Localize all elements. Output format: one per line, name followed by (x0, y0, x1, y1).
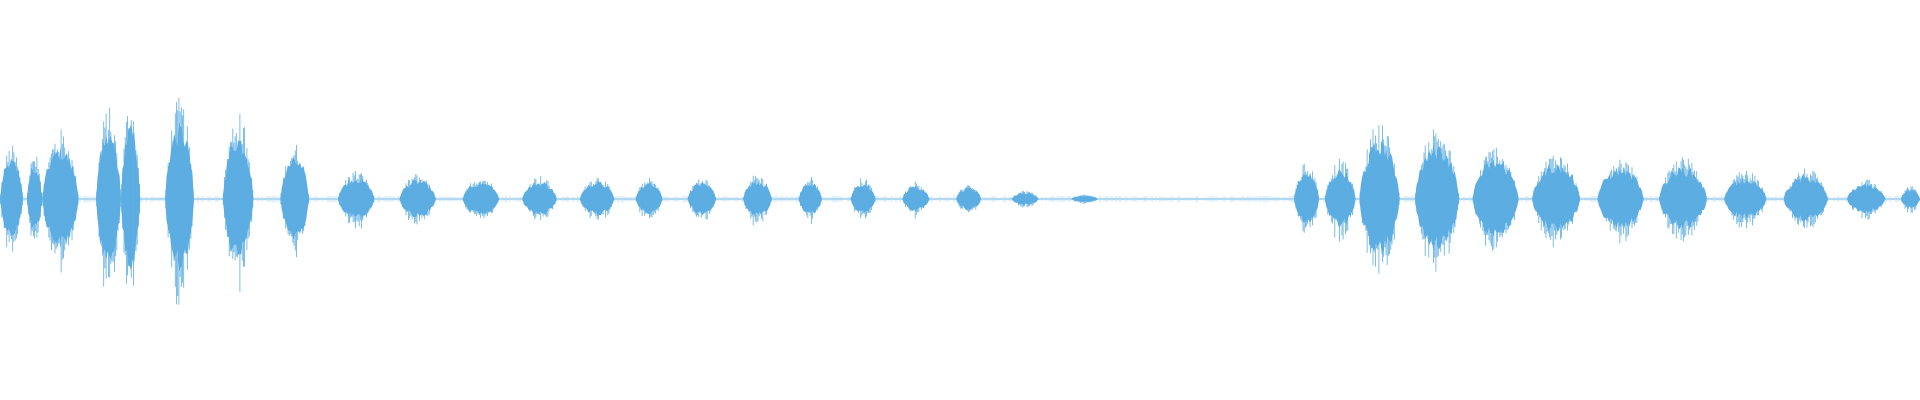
waveform-burst-7 (280, 144, 310, 258)
waveform-burst-body (1532, 164, 1581, 232)
waveform-burst-24 (1359, 125, 1400, 274)
waveform-burst-21 (1071, 194, 1099, 204)
waveform-burst-body (1324, 169, 1356, 227)
waveform-burst-29 (1658, 157, 1707, 242)
waveform-burst-body (121, 122, 141, 272)
waveform-burst-4 (121, 116, 141, 286)
waveform-burst-16 (798, 177, 822, 224)
waveform-burst-body (165, 121, 194, 273)
waveform-burst-body (1359, 140, 1400, 255)
waveform-burst-9 (399, 174, 436, 225)
waveform-burst-body (687, 182, 717, 215)
waveform-burst-33 (1900, 186, 1920, 214)
waveform-burst-body (1900, 189, 1920, 209)
waveform-burst-20 (1011, 190, 1039, 208)
waveform-burst-body (743, 181, 772, 216)
waveform-burst-10 (462, 180, 500, 219)
waveform-burst-23 (1324, 158, 1356, 242)
waveform-burst-17 (850, 178, 876, 219)
waveform-burst-8 (337, 171, 375, 229)
waveform-bursts (0, 97, 1920, 305)
waveform-burst-26 (1472, 147, 1519, 251)
waveform-burst-15 (743, 175, 772, 226)
waveform-burst-28 (1597, 159, 1644, 244)
waveform-burst-18 (902, 181, 930, 219)
waveform-burst-5 (165, 97, 194, 305)
waveform-burst-11 (522, 176, 557, 221)
waveform-burst-body (1847, 183, 1886, 214)
waveform-burst-1 (26, 156, 43, 239)
waveform-burst-13 (635, 177, 663, 219)
waveform-burst-22 (1294, 163, 1319, 233)
waveform-burst-body (1658, 167, 1707, 229)
waveform-burst-12 (579, 177, 615, 220)
waveform-burst-27 (1532, 155, 1581, 248)
waveform-burst-6 (222, 114, 254, 292)
waveform-burst-body (222, 140, 254, 255)
waveform-burst-body (280, 156, 310, 240)
waveform-burst-19 (956, 185, 982, 213)
waveform-burst-30 (1724, 170, 1767, 229)
waveform-burst-0 (0, 145, 23, 252)
waveform-burst-14 (687, 179, 717, 220)
waveform-burst-31 (1783, 168, 1828, 228)
waveform-burst-3 (96, 107, 121, 287)
waveform-burst-32 (1847, 179, 1886, 220)
waveform-burst-25 (1415, 129, 1460, 272)
waveform-burst-2 (42, 129, 79, 273)
